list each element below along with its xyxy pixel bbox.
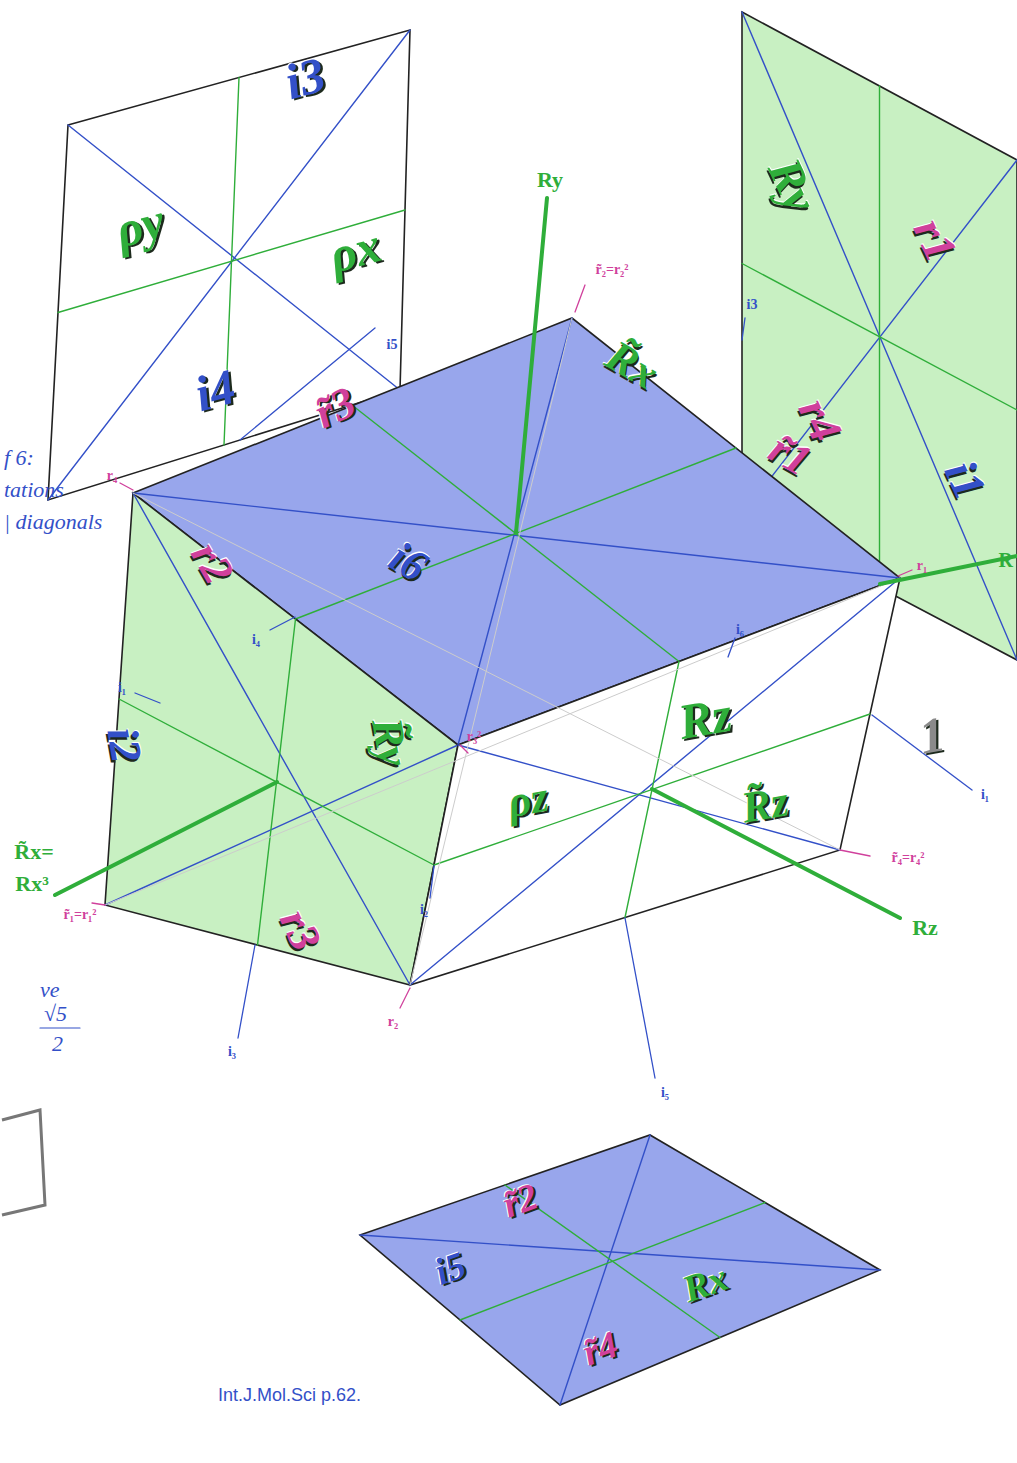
vertex-label: i5 xyxy=(387,338,398,352)
face-label: R̃y xyxy=(364,714,416,769)
diagonal-line xyxy=(410,578,900,985)
leader-tick xyxy=(238,945,255,1038)
midline xyxy=(742,264,1017,411)
sketch-fragment xyxy=(2,1110,45,1215)
vertex-label: R xyxy=(999,550,1013,570)
face-label: 1 xyxy=(915,708,948,762)
midline xyxy=(58,210,405,313)
leader-tick xyxy=(135,693,160,703)
body-diagonal xyxy=(410,318,572,985)
leader-tick xyxy=(460,745,468,753)
vertex-label: Ry xyxy=(537,169,563,191)
diagonal-line xyxy=(458,745,840,850)
vertex-label: r₄ xyxy=(107,469,117,483)
leader-tick xyxy=(840,850,870,856)
bottom-panel xyxy=(360,1135,880,1405)
vertex-label: i₅ xyxy=(661,1086,669,1100)
note-fragment: f 6: xyxy=(4,447,34,469)
face-label: Rz xyxy=(675,689,736,747)
caption: Int.J.Mol.Sci p.62. xyxy=(218,1386,361,1404)
diagonal-line xyxy=(105,745,458,905)
vertex-label: r₃² xyxy=(467,730,482,744)
note-fragment: √5 xyxy=(44,1003,67,1025)
leader-tick xyxy=(400,988,410,1008)
note-fragment: 2 xyxy=(52,1033,63,1055)
left-face xyxy=(105,493,458,985)
vertex-label: Rz xyxy=(912,917,938,939)
leader-tick xyxy=(625,918,655,1078)
leader-tick xyxy=(430,866,434,898)
leader-tick xyxy=(92,903,105,905)
leader-tick xyxy=(240,328,375,440)
vertex-label: i₂ xyxy=(420,903,428,917)
diagonal-line xyxy=(133,493,900,578)
axis-line xyxy=(516,198,547,533)
vertex-label: Rx³ xyxy=(15,873,48,895)
leader-tick xyxy=(575,285,585,312)
fraction-bar xyxy=(40,1027,80,1028)
vertex-label: i3 xyxy=(747,298,758,312)
vertex-label: i₄ xyxy=(252,633,260,647)
vertex-label: R̃x= xyxy=(14,841,53,863)
face-label: R̃z xyxy=(738,779,791,830)
vertex-label: i₃ xyxy=(228,1045,236,1059)
vertex-label: i₁ xyxy=(118,681,126,695)
vertex-label: i₁ xyxy=(981,788,989,802)
vertex-label: r₁ xyxy=(917,559,927,573)
leader-tick xyxy=(728,638,735,657)
leader-tick xyxy=(898,570,912,576)
face-label: ρz xyxy=(505,775,552,825)
vertex-label: r̃₁=r₁² xyxy=(64,908,97,922)
midline xyxy=(460,1203,765,1321)
axis-line xyxy=(880,556,1017,584)
leader-tick xyxy=(742,318,745,340)
leader-tick xyxy=(270,617,295,630)
vertex-label: i₆ xyxy=(736,623,744,637)
vertex-label: r̃₄=r₄² xyxy=(892,851,925,865)
note-fragment: tations xyxy=(4,479,64,501)
note-fragment: ve xyxy=(40,979,60,1001)
vertex-label: r̃₂=r₂² xyxy=(596,263,629,277)
note-fragment: | diagonals xyxy=(4,511,102,533)
diagonal-line xyxy=(560,1135,650,1405)
axis-line xyxy=(55,782,277,895)
front-face xyxy=(410,578,900,985)
leader-tick xyxy=(120,483,133,490)
vertex-label: r₂ xyxy=(388,1015,398,1029)
